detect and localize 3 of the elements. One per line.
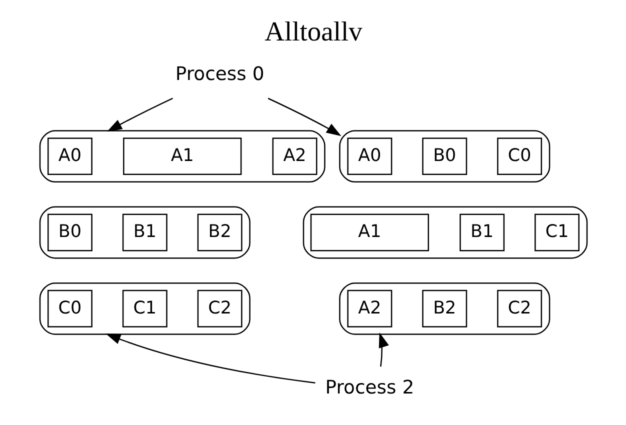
diagram-title: Alltoallv [264, 16, 362, 46]
node-text: Process 0 [174, 64, 264, 86]
node-text: Process 2 [324, 378, 414, 399]
